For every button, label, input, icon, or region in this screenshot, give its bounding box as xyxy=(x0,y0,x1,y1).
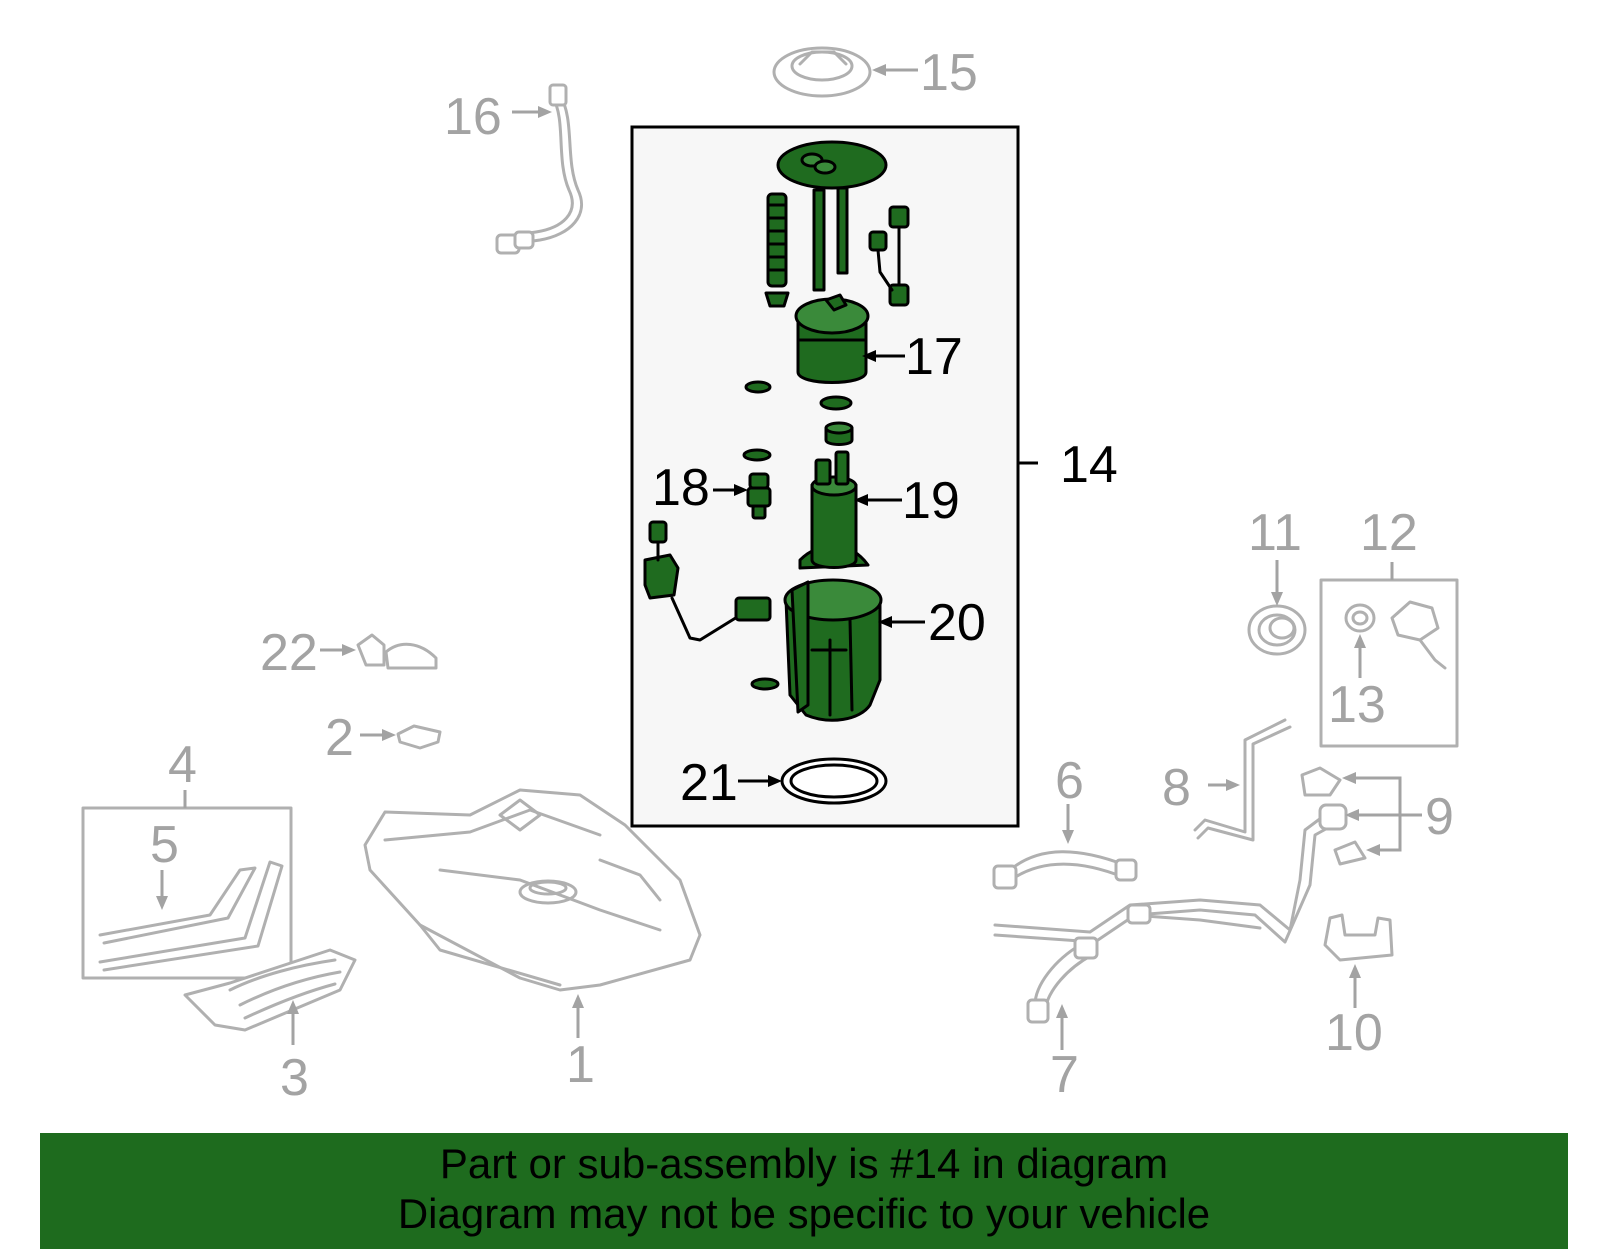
callout-12: 12 xyxy=(1360,504,1418,562)
part-18-regulator[interactable] xyxy=(746,472,772,520)
part-20-reservoir[interactable] xyxy=(783,578,883,722)
callout-20: 20 xyxy=(928,594,986,652)
leader-6 xyxy=(1062,804,1074,844)
leader-1 xyxy=(572,994,584,1038)
leader-10 xyxy=(1349,964,1361,1008)
callout-22: 22 xyxy=(260,624,318,682)
callout-1: 1 xyxy=(566,1036,595,1094)
leader-5 xyxy=(156,870,168,910)
part-17-filter[interactable] xyxy=(794,293,870,384)
info-banner: Part or sub-assembly is #14 in diagram D… xyxy=(40,1133,1568,1249)
callout-5: 5 xyxy=(150,816,179,874)
part-spring[interactable] xyxy=(764,192,790,308)
leader-22 xyxy=(320,644,356,656)
part-level-sender[interactable] xyxy=(643,520,772,642)
leader-13 xyxy=(1354,634,1366,678)
callout-14: 14 xyxy=(1060,436,1118,494)
leader-9 xyxy=(1342,772,1422,856)
leader-8 xyxy=(1208,779,1240,791)
banner-line-2: Diagram may not be specific to your vehi… xyxy=(397,1190,1211,1237)
part-7-hose[interactable] xyxy=(1026,936,1099,1024)
part-22-clip[interactable] xyxy=(356,633,438,670)
callout-10: 10 xyxy=(1325,1004,1383,1062)
part-3-heat-shield[interactable] xyxy=(183,948,357,1032)
leader-18 xyxy=(713,484,748,496)
leader-20 xyxy=(878,616,925,628)
part-6-hose[interactable] xyxy=(992,850,1138,890)
part-21-gasket[interactable] xyxy=(780,757,888,805)
callout-9: 9 xyxy=(1425,788,1454,846)
part-8-pipe[interactable] xyxy=(1193,718,1292,842)
part-9-clips[interactable] xyxy=(1300,766,1367,866)
callout-15: 15 xyxy=(920,44,978,102)
callout-21: 21 xyxy=(680,754,738,812)
leader-7 xyxy=(1056,1004,1068,1050)
part-10-bracket[interactable] xyxy=(1323,913,1394,962)
callout-11: 11 xyxy=(1248,504,1302,562)
banner-line-1: Part or sub-assembly is #14 in diagram xyxy=(439,1140,1169,1187)
part-flange[interactable] xyxy=(776,140,888,292)
callout-3: 3 xyxy=(280,1049,309,1107)
part-19-pump[interactable] xyxy=(798,450,870,570)
part-2-pad[interactable] xyxy=(396,724,442,750)
callout-2: 2 xyxy=(325,709,354,767)
part-15-cover[interactable] xyxy=(772,46,872,98)
leader-21 xyxy=(738,775,782,787)
part-16-hose[interactable] xyxy=(495,83,584,255)
callout-4: 4 xyxy=(168,736,197,794)
leader-3 xyxy=(287,1000,299,1045)
part-4-strap-set[interactable] xyxy=(81,806,293,980)
part-wire-harness[interactable] xyxy=(868,205,910,307)
leader-2 xyxy=(360,729,396,741)
leader-11 xyxy=(1271,560,1283,606)
callout-8: 8 xyxy=(1162,759,1191,817)
leader-17 xyxy=(862,350,905,362)
part-12-cap-set[interactable] xyxy=(1319,578,1459,748)
part-1-fuel-tank[interactable] xyxy=(363,788,702,992)
leader-19 xyxy=(854,494,902,506)
leader-16 xyxy=(512,106,552,118)
callout-17: 17 xyxy=(905,328,963,386)
callout-18: 18 xyxy=(652,459,710,517)
part-fuel-lines[interactable] xyxy=(993,803,1348,944)
part-orings[interactable] xyxy=(742,380,854,691)
leader-15 xyxy=(872,64,918,76)
callout-16: 16 xyxy=(444,88,502,146)
part-11-ring[interactable] xyxy=(1247,604,1307,656)
callout-19: 19 xyxy=(902,472,960,530)
callout-13: 13 xyxy=(1328,676,1386,734)
callout-7: 7 xyxy=(1050,1046,1079,1104)
callout-6: 6 xyxy=(1055,752,1084,810)
